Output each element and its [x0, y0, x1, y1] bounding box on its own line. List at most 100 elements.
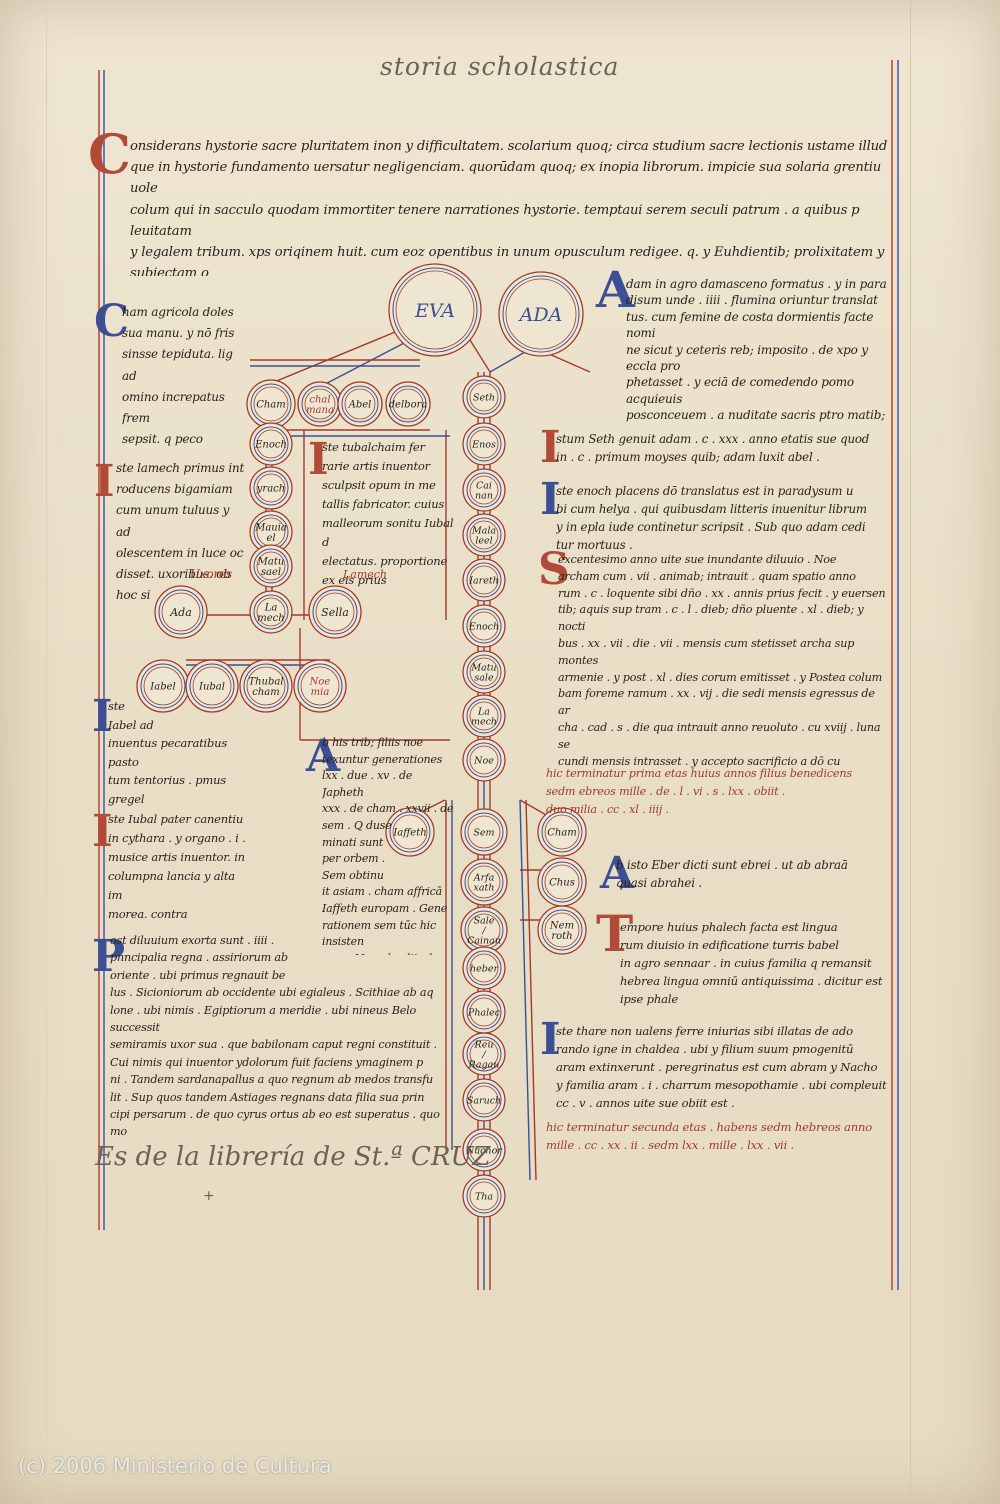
node-lamech-child-iubal: Iubal: [185, 659, 239, 713]
svg-text:xath: xath: [474, 882, 495, 893]
svg-text:chal: chal: [309, 394, 330, 405]
eber-text: b isto Eber dicti sunt ebrei . ut ab abr…: [616, 858, 848, 890]
svg-text:Iabel: Iabel: [149, 682, 175, 693]
node-seth-line-sale-cainan-11: Sale/Cainan: [460, 906, 508, 954]
second-age-rubric: hic terminatur secunda etas . habens sed…: [546, 1120, 873, 1152]
tubal-initial: I: [308, 434, 329, 485]
svg-text:mana: mana: [306, 405, 334, 416]
node-seth-line-nachor-16: Nachor: [462, 1128, 506, 1172]
svg-text:Enoch: Enoch: [468, 621, 499, 632]
svg-text:Iaffeth: Iaffeth: [392, 828, 426, 839]
svg-text:Enos: Enos: [471, 439, 496, 450]
svg-text:Tha: Tha: [475, 1191, 493, 1202]
node-seth-line-seth-0: Seth: [462, 375, 506, 419]
svg-text:Phalec: Phalec: [467, 1007, 501, 1018]
node-seth-line-tha-17: Tha: [462, 1174, 506, 1218]
svg-text:Mauia: Mauia: [254, 522, 287, 533]
eber-initial: A: [600, 848, 635, 899]
node-cham-line-chus-1: Chus: [537, 857, 587, 907]
svg-text:La: La: [477, 706, 490, 717]
right-margin-rule-blue: [897, 60, 899, 1290]
svg-text:/: /: [481, 925, 486, 936]
noe-initial: S: [538, 544, 570, 595]
lamech-red-tail: Uxores: [190, 567, 232, 581]
left-margin-rule-red: [98, 70, 100, 1230]
thare-text: ste thare non ualens ferre iniurias sibi…: [556, 1024, 887, 1110]
svg-text:el: el: [266, 533, 275, 544]
node-seth-line-cai-nan-2: Cainan: [462, 468, 506, 512]
cham-branch-line-2: [525, 799, 537, 1181]
eva-to-seth-line: [469, 339, 491, 373]
copyright-watermark: (c) 2006 Ministerio de Cultura: [18, 1454, 332, 1478]
svg-text:sale: sale: [474, 672, 494, 683]
svg-text:Mala: Mala: [471, 525, 496, 536]
left-margin-rule-blue: [103, 70, 105, 1230]
node-cain-line-enoch-1: Enoch: [249, 422, 293, 466]
node-seth-line-enoch-5: Enoch: [462, 604, 506, 648]
node-delbora: delbora: [385, 381, 431, 427]
node-seth-line-saruch-15: Saruch: [462, 1078, 506, 1122]
adam-initial: A: [596, 260, 635, 319]
svg-text:Abel: Abel: [348, 400, 372, 411]
iabel-initial: I: [92, 691, 113, 742]
svg-text:mia: mia: [311, 687, 330, 698]
svg-text:Sella: Sella: [321, 606, 349, 619]
node-cain-line-yrach-2: yrach: [249, 466, 293, 510]
svg-text:Matu: Matu: [470, 662, 496, 673]
svg-text:Arfa: Arfa: [473, 872, 495, 883]
ada-to-seth-line: [489, 351, 526, 373]
svg-text:La: La: [264, 602, 278, 613]
left-edge-rule: [46, 0, 47, 1504]
post-text: ost diluuium exorta sunt . iiii . pnncip…: [110, 934, 440, 1144]
node-seth-line-reu-ragau-14: Reu/Ragau: [462, 1032, 506, 1076]
phalech-initial: T: [596, 904, 634, 963]
iabel-text: ste Iabel ad inuentus pecaratibus pasto …: [108, 699, 228, 806]
svg-text:roth: roth: [551, 931, 572, 942]
chaim-initial: C: [94, 296, 130, 347]
intro-text: onsiderans hystorie sacre pluritatem ino…: [130, 139, 888, 276]
svg-text:Thubal: Thubal: [248, 676, 283, 687]
node-seth-line-enos-1: Enos: [462, 422, 506, 466]
svg-text:Sale: Sale: [474, 915, 495, 926]
svg-text:sael: sael: [261, 567, 281, 578]
post-initial: P: [92, 931, 126, 982]
svg-text:Noe: Noe: [473, 755, 494, 766]
lamech-text: ste lamech primus int roducens bigamiam …: [116, 461, 245, 603]
adam-text: dam in agro damasceno formatus . y in pa…: [626, 277, 887, 426]
cham-branch-line: [519, 799, 531, 1181]
svg-text:Noe: Noe: [309, 676, 331, 687]
intro-initial: C: [88, 122, 131, 186]
svg-text:delbora: delbora: [389, 400, 428, 411]
svg-text:Nachor: Nachor: [465, 1145, 503, 1156]
noe-text: excentesimo anno uite sue inundante dilu…: [558, 553, 886, 774]
svg-text:Iareth: Iareth: [468, 575, 499, 586]
svg-text:Cai: Cai: [476, 480, 492, 491]
node-cain-line-cham-0: Cham: [246, 379, 296, 429]
svg-text:cham: cham: [252, 687, 280, 698]
svg-text:EVA: EVA: [414, 300, 455, 322]
node-cain-line-la-mech-5: Lamech: [249, 590, 293, 634]
node-seth-line-la-mech-7: Lamech: [462, 694, 506, 738]
running-head: storia scholastica: [380, 52, 620, 81]
seth-initial: I: [540, 422, 561, 473]
node-seth-line-phalec-13: Phalec: [462, 990, 506, 1034]
svg-text:Nem: Nem: [549, 920, 574, 931]
node-seth-line-noe-8: Noe: [462, 738, 506, 782]
node-iaffeth: Iaffeth: [385, 807, 435, 857]
lamech-red-label: Lamech: [342, 568, 387, 581]
right-margin-rule-red: [891, 60, 893, 1290]
chaim-text: ham agricola doles sua manu. y nō fris s…: [122, 305, 235, 447]
svg-text:leel: leel: [475, 535, 492, 546]
small-dagger-mark: +: [203, 1188, 215, 1204]
svg-text:mech: mech: [471, 716, 497, 727]
node-seth-line-iareth-4: Iareth: [462, 558, 506, 602]
enoch-text: ste enoch placens dō translatus est in p…: [556, 484, 867, 552]
node-lamech-wife-ada: Ada: [154, 585, 208, 639]
